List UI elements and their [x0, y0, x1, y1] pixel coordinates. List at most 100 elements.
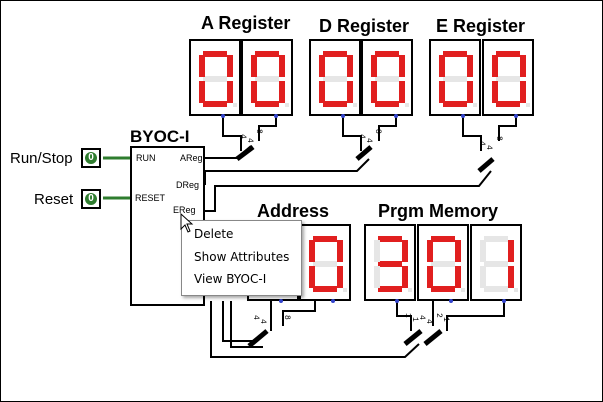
reset-value: 0	[85, 193, 97, 205]
segment-c	[337, 266, 343, 288]
segment-g	[313, 261, 337, 267]
segment-d	[203, 101, 227, 107]
port-run: RUN	[136, 153, 156, 163]
context-menu-view-byoc[interactable]: View BYOC-I	[194, 272, 267, 286]
segment-f	[374, 240, 380, 262]
port-reset: RESET	[135, 193, 166, 203]
segment-a	[431, 236, 455, 242]
e-register-digit-high[interactable]	[429, 39, 481, 116]
segment-b	[227, 55, 233, 77]
address-pin-label-2: 4	[251, 315, 260, 320]
port-dreg: DReg	[176, 180, 200, 190]
seven-segment-glyph	[492, 51, 530, 107]
segment-c	[520, 81, 526, 103]
seven-segment-glyph	[371, 51, 409, 107]
segment-dp	[285, 103, 289, 107]
d-register-pin-label-2: 4	[357, 134, 366, 139]
context-menu-show-attributes[interactable]: Show Attributes	[194, 250, 290, 264]
segment-b	[402, 240, 408, 262]
a-register-digit-high[interactable]	[189, 39, 241, 116]
segment-dp	[408, 288, 412, 292]
segment-g	[323, 76, 347, 82]
segment-a	[496, 51, 520, 57]
seven-segment-glyph	[199, 51, 237, 107]
run-stop-label: Run/Stop	[10, 150, 73, 167]
e-register-digit-low[interactable]	[482, 39, 534, 116]
program-memory-digit-2[interactable]	[417, 224, 469, 301]
segment-e	[427, 266, 433, 288]
segment-dp	[473, 103, 477, 107]
program-memory-pin-label-4: 4	[417, 315, 426, 320]
e-register-title: E Register	[436, 16, 526, 36]
segment-a	[203, 51, 227, 57]
e-register-pin-label-2: 4	[477, 141, 486, 146]
segment-d	[378, 286, 402, 292]
segment-e	[251, 81, 257, 103]
program-memory-title: Prgm Memory	[378, 201, 499, 221]
segment-d	[323, 101, 347, 107]
a-register-pin-label-3: 8	[254, 129, 263, 134]
segment-dp	[526, 103, 530, 107]
segment-g	[496, 76, 520, 82]
a-register-digit-low[interactable]	[241, 39, 293, 116]
segment-d	[255, 101, 279, 107]
segment-f	[199, 55, 205, 77]
segment-g	[443, 76, 467, 82]
reset-label: Reset	[34, 191, 74, 208]
run-stop-toggle[interactable]: 0	[81, 148, 101, 168]
segment-c	[508, 266, 514, 288]
segment-d	[375, 101, 399, 107]
program-memory-pin-label-6: 2	[434, 313, 443, 318]
address-pin-label-3: 8	[282, 315, 291, 320]
segment-d	[443, 101, 467, 107]
program-memory-pin-label-2: 1	[403, 313, 412, 318]
context-menu-delete[interactable]: Delete	[194, 227, 234, 241]
segment-d	[431, 286, 455, 292]
segment-d	[313, 286, 337, 292]
segment-c	[399, 81, 405, 103]
segment-d	[496, 101, 520, 107]
segment-g	[431, 261, 455, 267]
segment-f	[371, 55, 377, 77]
d-register-title: D Register	[319, 16, 410, 36]
segment-a	[443, 51, 467, 57]
segment-b	[455, 240, 461, 262]
segment-c	[227, 81, 233, 103]
segment-b	[467, 55, 473, 77]
a-register-pin-label-2: 4	[238, 134, 247, 139]
segment-dp	[343, 288, 347, 292]
program-memory-digit-3[interactable]	[470, 224, 522, 301]
segment-a	[484, 236, 508, 242]
segment-dp	[233, 103, 237, 107]
segment-e	[371, 81, 377, 103]
segment-c	[347, 81, 353, 103]
segment-dp	[461, 288, 465, 292]
segment-f	[439, 55, 445, 77]
segment-g	[378, 261, 402, 267]
reset-toggle[interactable]: 0	[81, 189, 101, 209]
chip-title: BYOC-I	[130, 127, 190, 146]
program-memory-digit-1[interactable]	[364, 224, 416, 301]
segment-c	[467, 81, 473, 103]
d-register-digit-high[interactable]	[309, 39, 361, 116]
segment-e	[199, 81, 205, 103]
segment-e	[374, 266, 380, 288]
port-ereg: EReg	[173, 205, 196, 215]
segment-g	[484, 261, 508, 267]
segment-f	[319, 55, 325, 77]
segment-e	[492, 81, 498, 103]
d-register-digit-low[interactable]	[361, 39, 413, 116]
d-register-pin-label-3: 8	[373, 129, 382, 134]
segment-b	[347, 55, 353, 77]
segment-f	[492, 55, 498, 77]
address-title: Address	[257, 201, 330, 221]
segment-dp	[405, 103, 409, 107]
segment-e	[319, 81, 325, 103]
segment-e	[309, 266, 315, 288]
segment-a	[375, 51, 399, 57]
port-areg: AReg	[180, 153, 203, 163]
mouse-pointer-icon	[180, 213, 194, 233]
segment-g	[255, 76, 279, 82]
address-digit-low[interactable]	[299, 224, 351, 301]
